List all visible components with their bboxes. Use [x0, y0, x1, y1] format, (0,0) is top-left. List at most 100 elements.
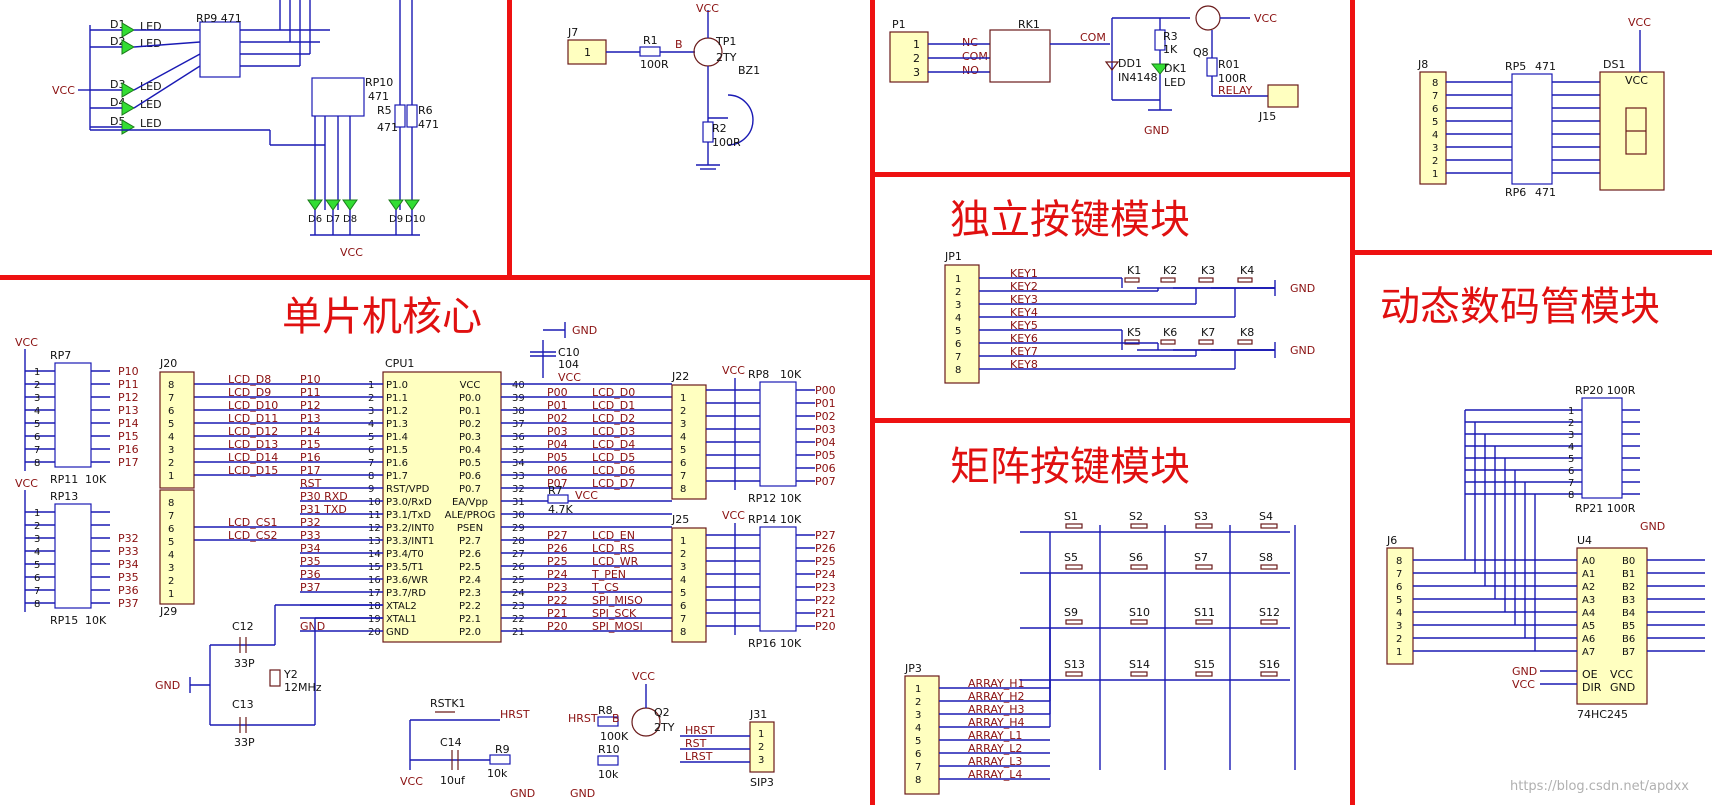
cpu-pin-right-19: P2.1 [459, 614, 481, 625]
cpu-pin-right-11: ALE/PROG [445, 510, 496, 521]
r6-value: 471 [418, 118, 439, 131]
rp21-label: RP21 100R [1575, 502, 1636, 515]
key-switch-label-2: K2 [1163, 264, 1177, 277]
p3-net-4: P36 [118, 584, 139, 597]
rstk1-label: RSTK1 [430, 697, 466, 710]
j20-pin-4: 4 [168, 432, 174, 443]
relay-vcc: VCC [1254, 12, 1277, 25]
cpu-pin-right-6: P0.4 [459, 445, 481, 456]
cpu-net-left-5: P14 [300, 425, 321, 438]
led-d3-type: LED [140, 80, 162, 93]
cpu-pin-left-14: P3.4/T0 [386, 549, 424, 560]
j25-pin-4: 4 [680, 575, 686, 586]
led-d6 [307, 199, 323, 211]
lcd-left-5: LCD_D13 [228, 438, 278, 451]
tp1-label: TP1 [715, 35, 736, 48]
rp14-net-7: P20 [815, 620, 836, 633]
rp8-bottom-value: 10K [780, 492, 802, 505]
key-switch-label-4: K4 [1240, 264, 1254, 277]
lcd-right-4: LCD_D4 [592, 438, 635, 451]
j15-header [1267, 84, 1299, 108]
bottom-led-vcc: VCC [340, 246, 363, 259]
p1-net-0: P10 [118, 365, 139, 378]
tp1-base-label: B [675, 38, 683, 51]
rp8-net-5: P05 [815, 449, 836, 462]
rp7-bottom-label: RP11 [50, 473, 78, 486]
key-net-5: KEY5 [1010, 319, 1038, 332]
cpu-net-left-10: P30 RXD [300, 490, 348, 503]
matrix-switch-s5 [1065, 564, 1083, 570]
j25-pin-1: 1 [680, 536, 686, 547]
j6-label: J6 [1386, 534, 1397, 547]
cpu-pinnum-right-11: 30 [512, 510, 525, 521]
cpu-pinnum-right-20: 21 [512, 627, 525, 638]
cpu-pinnum-left-2: 2 [368, 393, 374, 404]
key-net-3: KEY3 [1010, 293, 1038, 306]
cpu-net-left-9: RST [300, 477, 322, 490]
rp8-bottom-label: RP12 [748, 492, 776, 505]
matrix-switch-s7 [1195, 564, 1213, 570]
lcd-right-5: LCD_D5 [592, 451, 635, 464]
cpu-pinnum-right-13: 28 [512, 536, 525, 547]
key-switch-label-6: K6 [1163, 326, 1177, 339]
title-dynamic-segment: 动态数码管模块 [1380, 284, 1660, 330]
rp7-pin-0: 1 [34, 367, 40, 378]
u4-a0: A0 [1582, 556, 1595, 567]
j22-pin-8: 8 [680, 484, 686, 495]
cpu-pinnum-right-9: 32 [512, 484, 525, 495]
r2-value: 100R [712, 136, 741, 149]
cpu-net-left-3: P12 [300, 399, 321, 412]
cpu-pinnum-left-15: 15 [368, 562, 381, 573]
jp1-pin-1: 1 [955, 274, 961, 285]
rp13-bottom-label: RP15 [50, 614, 78, 627]
cpu-net-left-16: P36 [300, 568, 321, 581]
u4-a4: A4 [1582, 608, 1595, 619]
led-d3 [121, 82, 135, 98]
cpu-net-left-7: P16 [300, 451, 321, 464]
cpu-pinnum-right-14: 27 [512, 549, 525, 560]
rp13-top-label: RP13 [50, 490, 78, 503]
cpu-net-right-8: P06 [547, 464, 568, 477]
bus2-5: SPI_MISO [592, 594, 643, 607]
j8-pin-3: 3 [1432, 143, 1438, 154]
bz1-buzzer [727, 94, 754, 146]
reset-gnd: GND [510, 787, 535, 800]
cpu-net-left-12: P32 [300, 516, 321, 529]
cpu-pin-right-12: PSEN [457, 523, 483, 534]
rp7-pin-7: 8 [34, 458, 40, 469]
matrix-net-7: ARRAY_L3 [968, 755, 1022, 768]
reset-module: RSTK1 HRST C14 10uf R9 10k VCC GND HRST … [400, 670, 775, 800]
jp1-pin-5: 5 [955, 326, 961, 337]
rp14-net-0: P27 [815, 529, 836, 542]
rp8-top-label: RP8 [748, 368, 769, 381]
matrix-switch-s13 [1065, 671, 1083, 677]
cpu-net-right-9: P07 [547, 477, 568, 490]
u4-b2: B2 [1622, 582, 1635, 593]
matrix-switch-label-3: S3 [1194, 510, 1208, 523]
matrix-switch-label-11: S11 [1194, 606, 1215, 619]
rp6-label: RP6 [1505, 186, 1526, 199]
r7-resistor [547, 494, 569, 504]
led-vcc-label: VCC [52, 84, 75, 97]
bus2-3: T_PEN [591, 568, 626, 581]
rp14-net-3: P24 [815, 568, 836, 581]
u4-a3: A3 [1582, 595, 1595, 606]
cpu-net-left-2: P11 [300, 386, 321, 399]
p1-header [889, 31, 929, 83]
r8-label: R8 [598, 704, 613, 717]
cpu-net-right-19: P21 [547, 607, 568, 620]
cpu-pinnum-right-10: 31 [512, 497, 525, 508]
p1-net-7: P17 [118, 456, 139, 469]
cpu-pin-left-3: P1.2 [386, 406, 408, 417]
cpu-pinnum-right-12: 29 [512, 523, 525, 534]
cpu-pin-left-7: P1.6 [386, 458, 408, 469]
rp14-top-label: RP14 [748, 513, 776, 526]
cpu-pin-right-1: VCC [460, 380, 481, 391]
j20-pin-7: 7 [168, 393, 174, 404]
c12-value: 33P [234, 657, 255, 670]
u4-b1: B1 [1622, 569, 1635, 580]
